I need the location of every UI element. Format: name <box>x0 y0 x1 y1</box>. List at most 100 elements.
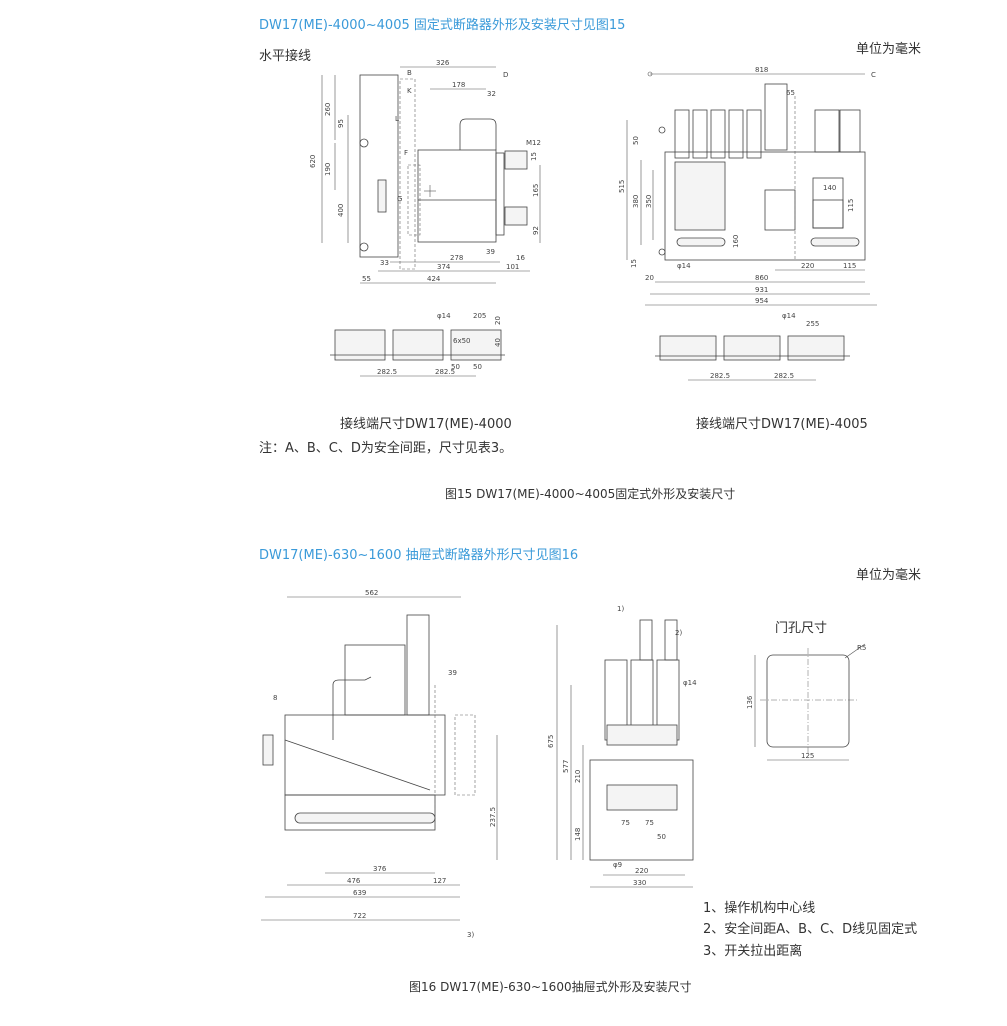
dim-125: 125 <box>801 752 814 760</box>
dim-190: 190 <box>324 163 332 176</box>
dim-50b-term: 50 <box>473 363 482 371</box>
label-c: C <box>871 71 876 79</box>
dim-101: 101 <box>506 263 519 271</box>
dim-50-drawer: 50 <box>657 833 666 841</box>
dim-165: 165 <box>532 184 540 197</box>
fig16-side-view: 562 39 8 237.5 376 476 127 639 722 3) <box>261 589 498 939</box>
dim-115v: 115 <box>847 199 855 212</box>
note-1-marker: 1) <box>617 605 624 613</box>
dim-278: 278 <box>450 254 463 262</box>
dim-260: 260 <box>324 103 332 116</box>
fig15-caption: 图15 DW17(ME)-4000~4005固定式外形及安装尺寸 <box>445 487 736 501</box>
fig15-side-view: 326 178 32 B D K L F G 620 260 95 190 40… <box>309 59 541 284</box>
dim-39-s2: 39 <box>448 669 457 677</box>
phi-14-term: φ14 <box>437 312 451 320</box>
dim-237: 237.5 <box>489 807 497 827</box>
fig16-door-hole: R5 136 125 <box>746 643 866 761</box>
dim-620: 620 <box>309 155 317 168</box>
dim-15: 15 <box>530 152 538 161</box>
dim-127: 127 <box>433 877 446 885</box>
dim-374: 374 <box>437 263 451 271</box>
section1-heading: DW17(ME)-4000~4005 固定式断路器外形及安装尺寸见图15 <box>259 18 626 33</box>
dim-562: 562 <box>365 589 378 597</box>
dim-55: 55 <box>362 275 371 283</box>
dim-140: 140 <box>823 184 836 192</box>
section1-unit: 单位为毫米 <box>856 42 922 57</box>
note-3-marker: 3) <box>467 931 474 939</box>
dim-330: 330 <box>633 879 646 887</box>
section2-unit: 单位为毫米 <box>856 568 922 583</box>
terminal-caption-left: 接线端尺寸DW17(ME)-4000 <box>340 417 512 432</box>
dim-400: 400 <box>337 204 345 217</box>
dim-92: 92 <box>532 226 540 235</box>
label-f: F <box>404 149 408 157</box>
dim-515: 515 <box>618 180 626 193</box>
dim-65: 65 <box>786 89 795 97</box>
dim-220: 220 <box>801 262 814 270</box>
dim-722: 722 <box>353 912 366 920</box>
dim-6x50: 6x50 <box>453 337 471 345</box>
dim-40-term: 40 <box>494 338 502 347</box>
door-hole-label: 门孔尺寸 <box>775 621 828 636</box>
label-l: L <box>395 115 399 123</box>
dim-282b-r: 282.5 <box>774 372 794 380</box>
legend-item-1: 1、操作机构中心线 <box>703 901 816 916</box>
dim-16: 16 <box>516 254 525 262</box>
phi-14-term-r: φ14 <box>782 312 796 320</box>
dim-39: 39 <box>486 248 495 256</box>
dim-675: 675 <box>547 735 555 748</box>
dim-33: 33 <box>380 259 389 267</box>
fig16-caption: 图16 DW17(ME)-630~1600抽屉式外形及安装尺寸 <box>409 980 692 994</box>
dim-136: 136 <box>746 695 754 709</box>
dim-376: 376 <box>373 865 387 873</box>
terminal-caption-right: 接线端尺寸DW17(ME)-4005 <box>696 417 868 432</box>
label-d: D <box>503 71 508 79</box>
dim-282a-r: 282.5 <box>710 372 730 380</box>
dim-577: 577 <box>562 760 570 773</box>
fig15-terminal-left: φ14 205 20 40 6x50 50 50 282.5 282.5 <box>330 312 505 377</box>
legend-item-3: 3、开关拉出距离 <box>703 944 803 959</box>
dim-20-term: 20 <box>494 316 502 325</box>
dim-210: 210 <box>574 770 582 783</box>
dim-476: 476 <box>347 877 361 885</box>
phi-14r: φ14 <box>677 262 691 270</box>
dim-282a: 282.5 <box>377 368 397 376</box>
dim-75b: 75 <box>645 819 654 827</box>
dim-205: 205 <box>473 312 486 320</box>
label-k: K <box>407 87 412 95</box>
dim-115h: 115 <box>843 262 856 270</box>
dim-20r: 20 <box>645 274 654 282</box>
dim-818: 818 <box>755 66 768 74</box>
section1-note: 注：A、B、C、D为安全间距，尺寸见表3。 <box>259 441 513 456</box>
dim-220-drawer: 220 <box>635 867 648 875</box>
dim-178: 178 <box>452 81 465 89</box>
legend-item-2: 2、安全间距A、B、C、D线见固定式 <box>703 922 918 937</box>
dim-8: 8 <box>273 694 277 702</box>
dim-380: 380 <box>632 195 640 208</box>
dim-639: 639 <box>353 889 366 897</box>
dim-50: 50 <box>632 136 640 145</box>
dim-326: 326 <box>436 59 450 67</box>
dim-160: 160 <box>732 235 740 248</box>
dim-75a: 75 <box>621 819 630 827</box>
horizontal-wiring-label: 水平接线 <box>259 49 312 64</box>
dim-424: 424 <box>427 275 441 283</box>
dim-15r: 15 <box>630 259 638 268</box>
dim-r5: R5 <box>857 644 866 652</box>
note-2-marker: 2) <box>675 629 682 637</box>
fig15-terminal-right: φ14 255 282.5 282.5 <box>655 312 850 381</box>
dim-50a-term: 50 <box>451 363 460 371</box>
phi-14-drawer: φ14 <box>683 679 697 687</box>
fig16-front-view: 1) 2) φ14 675 577 210 148 75 75 50 φ9 22… <box>547 605 697 888</box>
dim-931: 931 <box>755 286 768 294</box>
label-b: B <box>407 69 412 77</box>
fig15-front-view: 818 C 65 515 50 380 350 15 20 160 140 11… <box>618 66 877 306</box>
dim-350: 350 <box>645 195 653 208</box>
dim-95: 95 <box>337 119 345 128</box>
dim-860: 860 <box>755 274 768 282</box>
thread-m12: M12 <box>526 139 541 147</box>
phi-9: φ9 <box>613 861 622 869</box>
section2-heading: DW17(ME)-630~1600 抽屉式断路器外形尺寸见图16 <box>259 548 579 563</box>
dim-954: 954 <box>755 297 769 305</box>
dim-255: 255 <box>806 320 819 328</box>
